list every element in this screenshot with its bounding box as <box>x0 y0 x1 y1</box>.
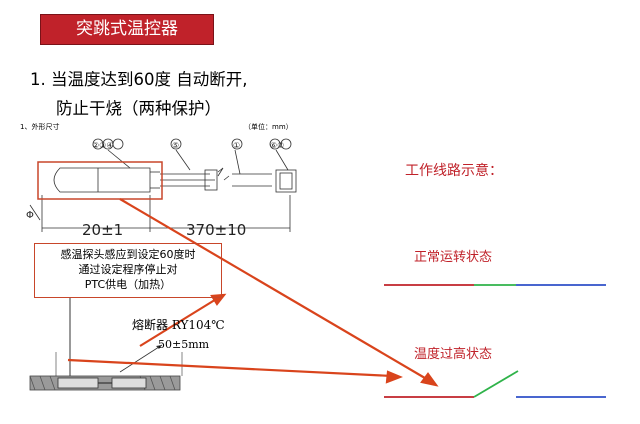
arrow-head-2 <box>385 370 403 384</box>
orange-arrows <box>67 198 439 387</box>
thermostat-drawing <box>29 138 297 232</box>
bullet-line-2: 防止干烧（两种保护） <box>56 99 221 118</box>
connector <box>275 169 297 193</box>
arrow-head-1 <box>420 372 439 387</box>
num-1: ① <box>233 141 240 150</box>
callout-box: 感温探头感应到设定60度时 通过设定程序停止对 PTC供电（加热） <box>34 243 222 298</box>
phi-label: Φ <box>26 210 34 221</box>
num-5: ⑤ <box>172 141 179 150</box>
overheat-circuit <box>384 370 606 398</box>
section-label: 1、外形尺寸 <box>20 123 60 131</box>
title-banner: 突跳式温控器 <box>40 14 214 45</box>
num-234: ②③④ <box>92 141 114 150</box>
callout-line-3: PTC供电（加热） <box>84 278 172 291</box>
dim-right: 370±10 <box>186 221 246 239</box>
work-circuit-title: 工作线路示意： <box>405 163 503 179</box>
dim-left: 20±1 <box>82 221 123 239</box>
callout-line-2: 通过设定程序停止对 <box>78 263 178 276</box>
unit-label: （单位：mm） <box>244 123 293 131</box>
probe-highlight-box <box>37 161 163 200</box>
fuse-drawing <box>29 344 183 391</box>
probe-body <box>53 167 151 193</box>
num-67: ⑥⑦ <box>270 141 284 150</box>
normal-state-label: 正常运转状态 <box>414 250 493 265</box>
fuse-length-label: 50±5mm <box>158 338 210 351</box>
callout-line-1: 感温探头感应到设定60度时 <box>60 248 196 261</box>
fuse-model-label: 熔断器 RY104℃ <box>132 318 225 332</box>
bullet-line-1: 1. 当温度达到60度 自动断开, <box>30 70 248 89</box>
overheat-state-label: 温度过高状态 <box>414 347 493 362</box>
cable <box>160 173 215 187</box>
